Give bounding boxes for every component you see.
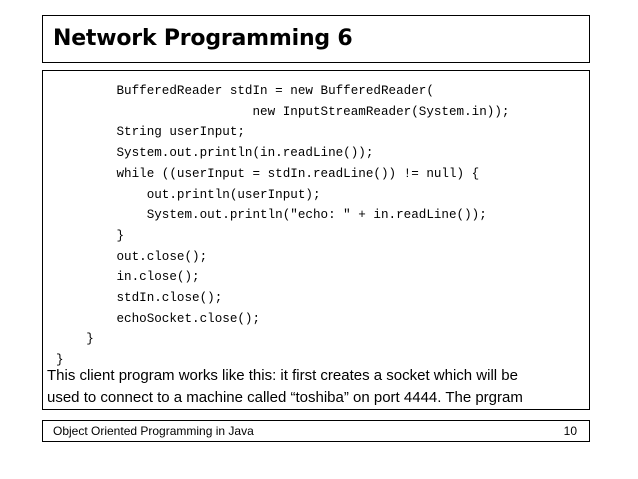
code-line: System.out.println(in.readLine()); bbox=[56, 146, 374, 161]
code-line: in.close(); bbox=[56, 270, 200, 285]
code-block: BufferedReader stdIn = new BufferedReade… bbox=[56, 81, 509, 371]
slide-title: Network Programming 6 bbox=[53, 26, 353, 51]
code-line: out.close(); bbox=[56, 249, 208, 264]
code-line: new InputStreamReader(System.in)); bbox=[56, 104, 510, 119]
footer: Object Oriented Programming in Java 10 bbox=[42, 420, 590, 442]
code-line: String userInput; bbox=[56, 125, 245, 140]
description-paragraph: This client program works like this: it … bbox=[47, 365, 582, 409]
title-box: Network Programming 6 bbox=[42, 15, 590, 63]
code-line: while ((userInput = stdIn.readLine()) !=… bbox=[56, 166, 480, 181]
paragraph-line: used to connect to a machine called “tos… bbox=[47, 389, 523, 406]
page-number: 10 bbox=[563, 424, 577, 438]
content-box: BufferedReader stdIn = new BufferedReade… bbox=[42, 70, 590, 410]
code-line: System.out.println("echo: " + in.readLin… bbox=[56, 208, 487, 223]
code-line: } bbox=[56, 353, 64, 368]
code-line: out.println(userInput); bbox=[56, 187, 321, 202]
code-line: echoSocket.close(); bbox=[56, 311, 261, 326]
code-line: BufferedReader stdIn = new BufferedReade… bbox=[56, 84, 434, 98]
paragraph-line: This client program works like this: it … bbox=[47, 367, 518, 384]
code-line: } bbox=[56, 332, 94, 347]
code-line: stdIn.close(); bbox=[56, 291, 223, 306]
code-line: } bbox=[56, 228, 125, 243]
footer-course-title: Object Oriented Programming in Java bbox=[53, 424, 254, 438]
